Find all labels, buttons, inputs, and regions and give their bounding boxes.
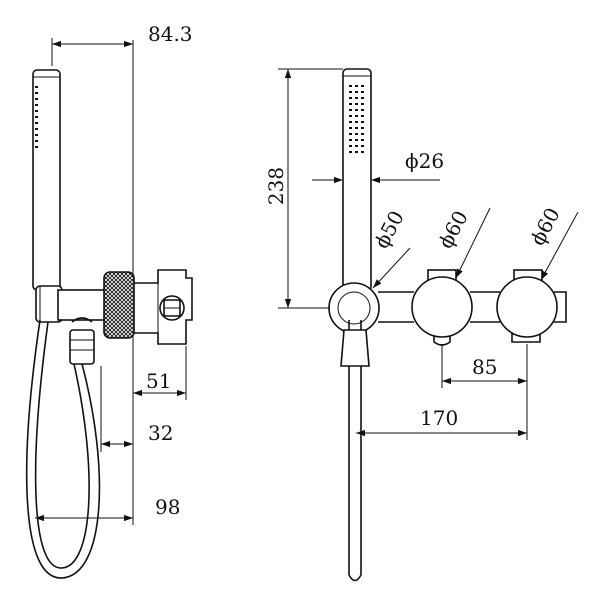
dim-hose-depth: 98 — [155, 495, 180, 519]
knurled-collar — [103, 271, 135, 339]
spray-nozzle — [349, 139, 352, 141]
dim-handset-height: 238 — [264, 167, 288, 205]
control-knob-right — [496, 276, 558, 338]
spray-nozzle — [355, 91, 358, 93]
spray-nozzle — [361, 151, 364, 153]
hose-nut-front — [340, 329, 370, 367]
spray-nozzles-side — [35, 86, 38, 148]
outlet-elbow-inner — [337, 291, 371, 325]
front-view: 238 ϕ26 ϕ50 ϕ60 ϕ60 85 170 — [264, 68, 579, 582]
spray-nozzle — [361, 115, 364, 117]
spray-nozzle — [349, 97, 352, 99]
dim-leader-control-right — [540, 211, 579, 281]
spray-nozzle — [361, 121, 364, 123]
dim-mixer-depth: 51 — [146, 369, 171, 393]
spray-nozzle — [349, 91, 352, 93]
dim-projection: 84.3 — [148, 22, 193, 46]
spray-nozzle — [361, 133, 364, 135]
outlet-elbow-front — [328, 282, 380, 334]
spray-nozzle — [349, 109, 352, 111]
spray-nozzle — [349, 145, 352, 147]
spray-nozzle — [355, 151, 358, 153]
hose-connector — [69, 329, 95, 365]
spray-nozzle — [355, 115, 358, 117]
dim-control-diameter-right: ϕ60 — [525, 204, 565, 250]
spray-nozzle — [349, 103, 352, 105]
spray-nozzle — [355, 127, 358, 129]
dim-leader-outlet — [372, 247, 411, 289]
spray-nozzle — [355, 133, 358, 135]
spray-nozzle — [361, 139, 364, 141]
spray-nozzle — [355, 103, 358, 105]
spray-nozzle — [361, 97, 364, 99]
hose-front — [348, 320, 362, 582]
spray-nozzle — [361, 109, 364, 111]
handshower-side — [32, 69, 61, 291]
spray-nozzle — [349, 133, 352, 135]
spray-nozzle — [349, 127, 352, 129]
spray-nozzles-front — [349, 85, 364, 153]
spray-nozzle — [355, 85, 358, 87]
hose-elbow — [71, 317, 93, 323]
spray-nozzle — [361, 127, 364, 129]
spray-nozzle — [349, 121, 352, 123]
side-view: 84.3 51 32 98 — [25, 22, 193, 579]
handshower-front — [342, 68, 372, 292]
mixer-body-side — [134, 269, 193, 345]
dim-bracket-depth: 32 — [148, 421, 173, 445]
control-knob-left — [411, 276, 473, 338]
dim-total-width: 170 — [420, 406, 458, 430]
shower-hose-inner — [34, 321, 90, 569]
dim-control-diameter-left: ϕ60 — [433, 207, 473, 253]
spray-nozzle — [349, 115, 352, 117]
dim-outlet-diameter: ϕ50 — [369, 207, 409, 253]
dim-leader-control-left — [455, 207, 491, 279]
shower-hose-outer — [25, 319, 101, 579]
dim-control-centres: 85 — [472, 355, 497, 379]
spray-nozzle — [361, 145, 364, 147]
spray-nozzle — [355, 139, 358, 141]
body-bar-end — [554, 291, 567, 323]
spray-nozzle — [355, 121, 358, 123]
spray-nozzle — [361, 91, 364, 93]
spray-nozzle — [361, 103, 364, 105]
spray-nozzle — [355, 145, 358, 147]
spray-nozzle — [349, 85, 352, 87]
outlet-arm-side — [57, 289, 107, 321]
spray-nozzle — [361, 85, 364, 87]
dim-handset-diameter: ϕ26 — [405, 149, 444, 173]
spray-nozzle — [355, 109, 358, 111]
spray-nozzle — [349, 151, 352, 153]
spray-nozzle — [355, 97, 358, 99]
